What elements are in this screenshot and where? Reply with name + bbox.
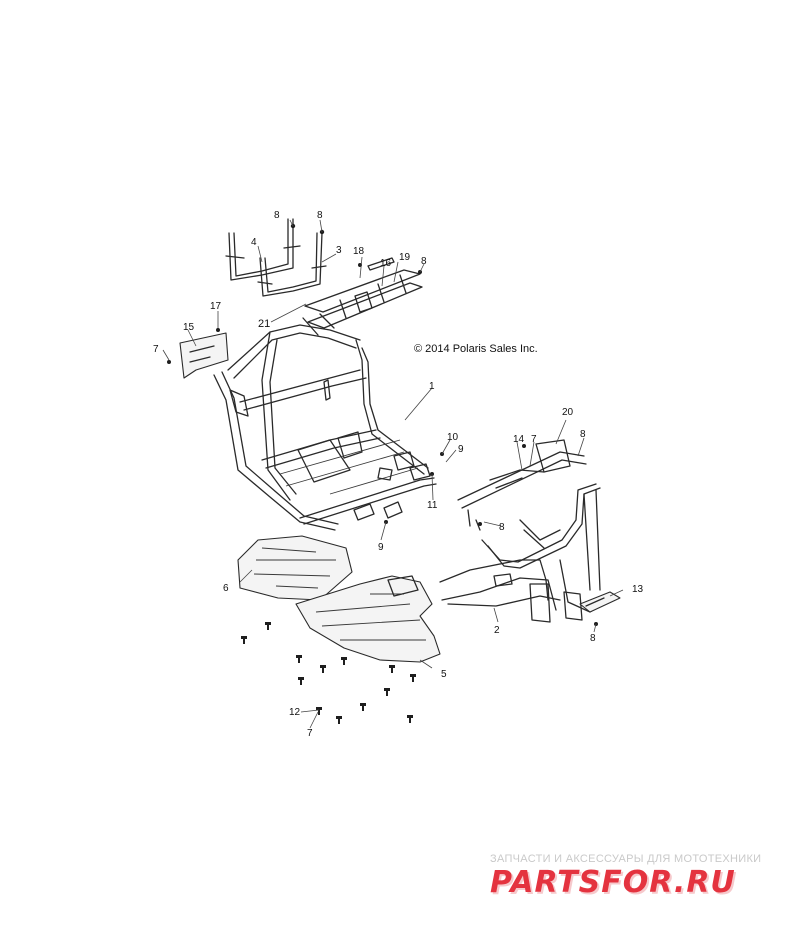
callout-9: 9	[378, 542, 384, 553]
callout-18: 18	[353, 246, 365, 257]
callout-6: 6	[223, 583, 229, 594]
skid-plate-6	[237, 535, 353, 601]
callout-11: 11	[427, 500, 438, 511]
watermark: ЗАПЧАСТИ И АКСЕССУАРЫ ДЛЯ МОТОТЕХНИКИ PA…	[490, 853, 761, 902]
callout-8-e: 8	[499, 522, 505, 533]
callout-14: 14	[513, 434, 525, 445]
watermark-tagline: ЗАПЧАСТИ И АКСЕССУАРЫ ДЛЯ МОТОТЕХНИКИ	[490, 853, 761, 865]
callout-3: 3	[336, 245, 342, 256]
side-plate-15	[179, 332, 229, 379]
callout-10: 10	[447, 432, 459, 443]
callout-7-b: 7	[531, 434, 537, 445]
callout-12: 12	[289, 707, 301, 718]
front-frame-2	[439, 439, 611, 623]
skid-plate-5	[295, 575, 441, 663]
bracket-13	[579, 591, 621, 613]
callout-19: 19	[399, 252, 411, 263]
callout-16: 16	[380, 258, 392, 269]
callout-20: 20	[562, 407, 574, 418]
callout-8-b: 8	[317, 210, 323, 221]
rear-bracket-4	[225, 218, 301, 281]
callout-1: 1	[429, 381, 435, 392]
callout-8-f: 8	[590, 633, 596, 644]
callout-2: 2	[494, 625, 500, 636]
callout-8-c: 8	[421, 256, 427, 267]
callout-5: 5	[441, 669, 447, 680]
callout-9-b: 9	[458, 444, 464, 455]
callout-4: 4	[251, 237, 257, 248]
callout-7: 7	[153, 344, 159, 355]
callout-21: 21	[258, 318, 270, 330]
rear-bracket-3	[257, 232, 327, 297]
callout-15: 15	[183, 322, 195, 333]
callout-17: 17	[210, 301, 222, 312]
callout-8: 8	[274, 210, 280, 221]
callout-leaders	[162, 219, 624, 729]
main-frame-1	[213, 324, 437, 531]
callout-labels: 1 2 3 4 5 6 7 8 9 10 11 12 13 14 15 16 1…	[153, 210, 644, 739]
hardware-fasteners	[167, 223, 598, 724]
callout-8-d: 8	[580, 429, 586, 440]
watermark-logo-shadow: PARTSFOR.RU	[492, 867, 738, 902]
callout-13: 13	[632, 584, 644, 595]
copyright-text: © 2014 Polaris Sales Inc.	[414, 343, 538, 355]
callout-7-c: 7	[307, 728, 313, 739]
watermark-logo: PARTSFOR.RU	[490, 865, 736, 900]
